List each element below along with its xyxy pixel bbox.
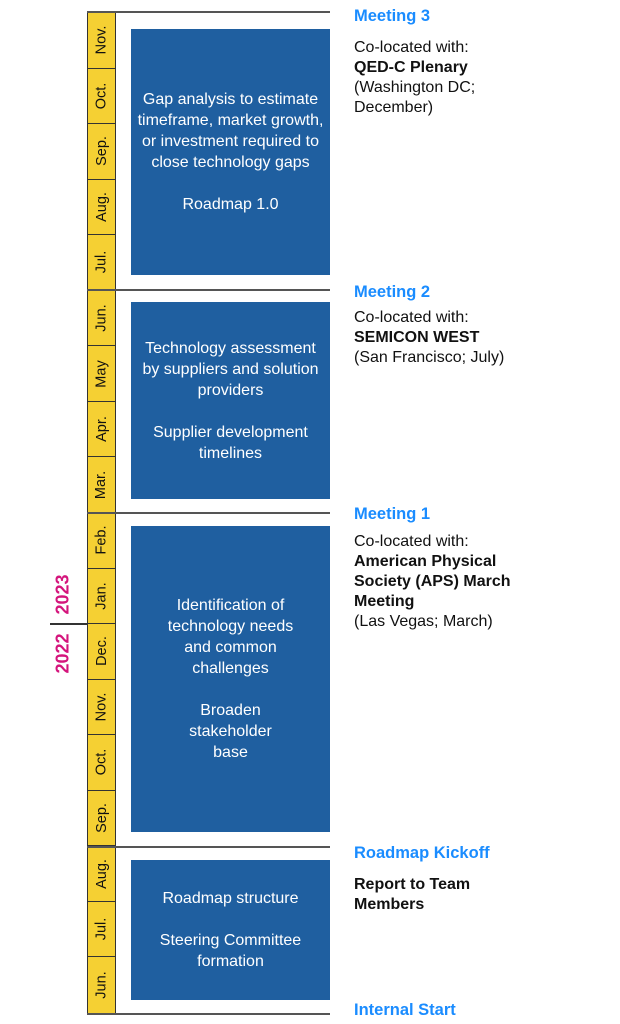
milestone-title: Roadmap Kickoff	[354, 844, 490, 862]
phase-text: Roadmap structure	[162, 890, 299, 907]
milestone-internal-start: Internal Start	[354, 1000, 614, 1020]
milestone-divider-kickoff	[87, 846, 330, 848]
month-cell: Nov.	[88, 680, 115, 736]
month-label: Feb.	[93, 525, 110, 555]
month-label: Oct.	[93, 749, 110, 776]
milestone-divider-internal-start	[87, 1013, 330, 1015]
phase-text: Technology assessment by suppliers and s…	[142, 339, 319, 399]
month-label: Nov.	[93, 25, 110, 55]
milestone-title: Internal Start	[354, 1001, 456, 1019]
milestone-event: American Physical Society (APS) March Me…	[354, 553, 511, 610]
milestone-intro: Co-located with:	[354, 309, 469, 326]
milestone-details: Co-located with: QED-C Plenary (Washingt…	[354, 38, 614, 118]
milestone-detail: (Washington DC; December)	[354, 79, 476, 116]
milestone-intro: Co-located with:	[354, 39, 469, 56]
phase-text: Gap analysis to estimate timeframe, mark…	[137, 91, 324, 171]
phase-text: Roadmap 1.0	[182, 196, 279, 213]
phase-text: Identification of technology needs and c…	[167, 597, 294, 677]
month-cell: Sep.	[88, 124, 115, 180]
milestone-divider-meeting-3	[87, 11, 330, 13]
phase-box-identification: Identification of technology needs and c…	[131, 526, 330, 832]
milestone-title: Meeting 1	[354, 505, 431, 523]
milestone-event: Report to Team Members	[354, 876, 471, 913]
month-label: Jul.	[93, 251, 110, 274]
month-label: Jan.	[93, 582, 110, 610]
milestone-details: Co-located with: American Physical Socie…	[354, 532, 614, 632]
month-cell: Oct.	[88, 69, 115, 125]
milestone-roadmap-kickoff: Roadmap Kickoff Report to Team Members	[354, 843, 614, 915]
month-cell: Aug.	[88, 180, 115, 236]
month-label: Aug.	[93, 858, 110, 889]
milestone-title: Meeting 3	[354, 7, 431, 25]
month-cell: Apr.	[88, 402, 115, 458]
month-cell: Jan.	[88, 569, 115, 625]
phase-text: Broaden stakeholder base	[189, 702, 272, 761]
milestone-divider-meeting-2	[87, 289, 330, 291]
month-label: Mar.	[93, 470, 110, 499]
year-label-2023: 2023	[52, 574, 73, 615]
milestone-meeting-3: Meeting 3 Co-located with: QED-C Plenary…	[354, 6, 614, 118]
month-label: Sep.	[93, 803, 110, 833]
month-label: Jun.	[93, 304, 110, 332]
month-label: Oct.	[93, 82, 110, 110]
phase-text: Supplier development timelines	[153, 423, 308, 462]
month-cell: Feb.	[88, 513, 115, 569]
year-boundary-line	[50, 623, 87, 625]
milestone-details: Report to Team Members	[354, 875, 614, 915]
month-label: Apr.	[93, 416, 110, 443]
month-label: Nov.	[93, 692, 110, 722]
month-label: Dec.	[93, 636, 110, 667]
month-cell: Nov.	[88, 13, 115, 69]
year-label-2022: 2022	[52, 633, 73, 674]
month-cell: Mar.	[88, 457, 115, 513]
phase-text: Steering Committee formation	[159, 932, 302, 970]
month-cell: Oct.	[88, 735, 115, 791]
month-cell: Jul.	[88, 902, 115, 958]
milestone-event: QED-C Plenary	[354, 59, 468, 76]
month-label: Sep.	[93, 136, 110, 167]
month-label: Jul.	[93, 917, 110, 941]
phase-box-technology-assessment: Technology assessment by suppliers and s…	[131, 302, 330, 499]
month-cell: Dec.	[88, 624, 115, 680]
milestone-detail: (San Francisco; July)	[354, 349, 505, 366]
milestone-intro: Co-located with:	[354, 533, 469, 550]
month-cell: Jun.	[88, 957, 115, 1013]
phase-box-roadmap-structure: Roadmap structure Steering Committee for…	[131, 860, 330, 1000]
milestone-title: Meeting 2	[354, 283, 431, 301]
milestone-meeting-2: Meeting 2 Co-located with: SEMICON WEST …	[354, 282, 614, 368]
month-cell: May	[88, 346, 115, 402]
month-cell: Sep.	[88, 791, 115, 847]
milestone-event: SEMICON WEST	[354, 329, 480, 346]
month-cell: Jun.	[88, 291, 115, 347]
month-label: Aug.	[93, 192, 110, 222]
month-cell: Jul.	[88, 235, 115, 291]
milestone-details: Co-located with: SEMICON WEST (San Franc…	[354, 308, 614, 368]
phase-box-gap-analysis: Gap analysis to estimate timeframe, mark…	[131, 29, 330, 275]
month-label: Jun.	[93, 971, 110, 999]
milestone-meeting-1: Meeting 1 Co-located with: American Phys…	[354, 504, 614, 632]
milestone-detail: (Las Vegas; March)	[354, 613, 493, 630]
month-cell: Aug.	[88, 846, 115, 902]
milestone-divider-meeting-1	[87, 512, 330, 514]
month-label: May	[93, 359, 110, 388]
